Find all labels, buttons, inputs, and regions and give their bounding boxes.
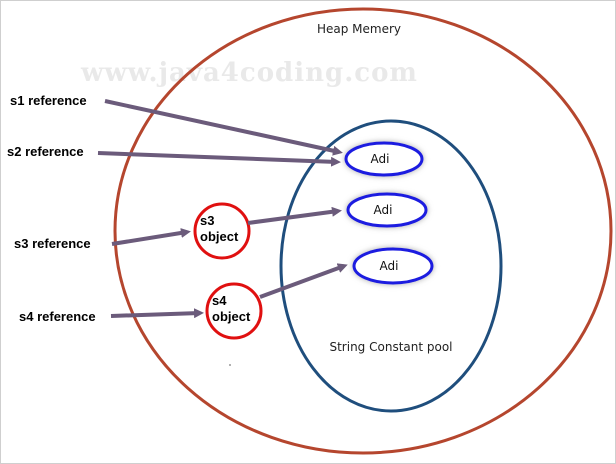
- s3-object-circle: s3 object: [193, 202, 251, 260]
- literal-adi-1-text: Adi: [371, 152, 390, 166]
- s3-object-name: s3: [200, 213, 214, 228]
- literal-adi-2: Adi: [346, 192, 428, 228]
- s4-object-to-literal-arrow: [259, 263, 348, 299]
- s4-reference-arrow: [110, 308, 204, 319]
- literal-adi-2-text: Adi: [374, 203, 393, 217]
- s1-reference-arrow: [104, 99, 343, 156]
- s4-reference-label: s4 reference: [19, 309, 96, 324]
- s3-object-to-literal-arrow: [247, 206, 342, 225]
- heap-memory-ellipse: [113, 7, 613, 455]
- string-constant-pool-title: String Constant pool: [329, 340, 452, 354]
- s4-object-label: object: [212, 309, 251, 324]
- s3-reference-label: s3 reference: [14, 236, 91, 251]
- literal-adi-1: Adi: [344, 141, 424, 177]
- string-constant-pool-ellipse: [279, 119, 503, 413]
- s2-reference-arrow: [97, 151, 341, 167]
- stray-dot: [229, 364, 231, 366]
- s2-reference-label: s2 reference: [7, 144, 84, 159]
- s4-object-name: s4: [212, 293, 227, 308]
- s4-object-circle: s4 object: [205, 282, 263, 340]
- s3-reference-arrow: [111, 228, 191, 246]
- heap-memory-title: Heap Memery: [317, 22, 401, 36]
- s1-reference-label: s1 reference: [10, 93, 87, 108]
- literal-adi-3: Adi: [352, 247, 434, 285]
- literal-adi-3-text: Adi: [380, 259, 399, 273]
- watermark-text: www.java4coding.com: [80, 58, 418, 88]
- s3-object-label: object: [200, 229, 239, 244]
